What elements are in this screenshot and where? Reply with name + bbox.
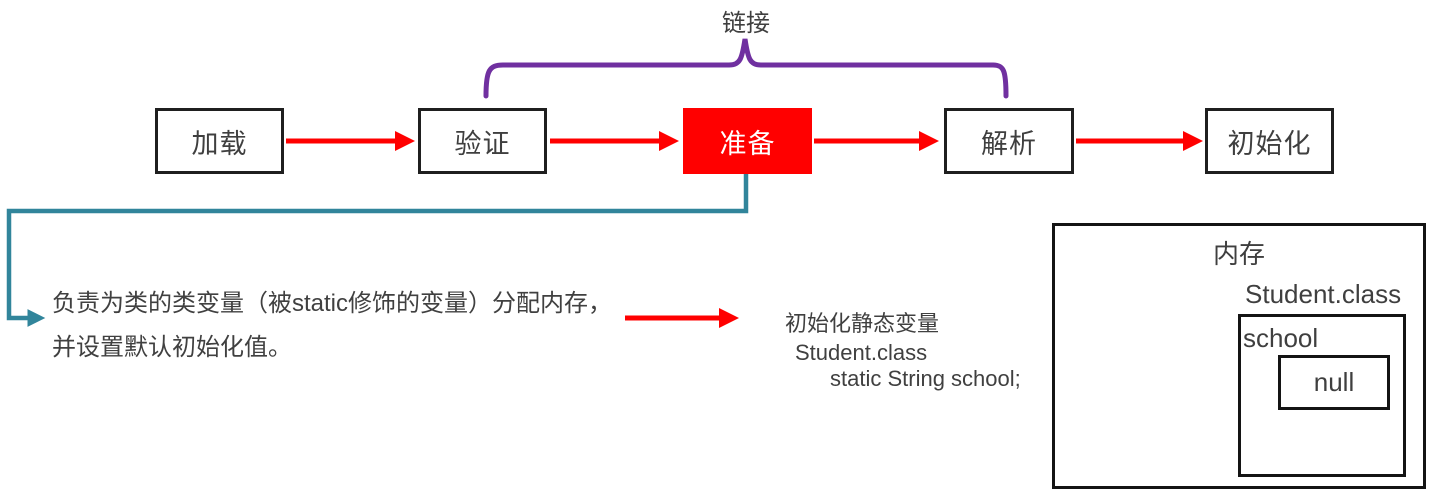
stage-label-initialize: 初始化	[1227, 128, 1312, 159]
stage-box-resolve: 解析	[944, 108, 1074, 174]
stage-box-prepare: 准备	[683, 108, 812, 174]
link-phase-label: 链接	[722, 10, 770, 37]
link-brace	[483, 38, 1009, 99]
stage-label-verify: 验证	[454, 128, 511, 159]
prepare-pointer-line	[6, 174, 749, 327]
prepare-note-line1: 负责为类的类变量（被static修饰的变量）分配内存，	[52, 290, 613, 317]
static-var-note-line1: 初始化静态变量	[785, 311, 940, 336]
stage-label-resolve: 解析	[981, 128, 1037, 159]
static-var-note-line3: static String school;	[830, 366, 1021, 391]
field-value-text: null	[1313, 367, 1355, 397]
class-inner-box: school null	[1238, 314, 1406, 477]
memory-class-label: Student.class	[1245, 279, 1402, 309]
memory-title: 内存	[1212, 239, 1265, 269]
field-value-box: null	[1278, 355, 1390, 410]
field-name-label: school	[1243, 323, 1319, 353]
stage-label-load: 加载	[191, 128, 248, 159]
static-var-note-line2: Student.class	[795, 340, 928, 365]
memory-box: 内存 Student.class school null	[1052, 223, 1426, 489]
stage-label-prepare: 准备	[719, 128, 776, 159]
stage-box-initialize: 初始化	[1205, 108, 1334, 174]
prepare-note: 负责为类的类变量（被static修饰的变量）分配内存， 并设置默认初始化值。	[52, 282, 612, 370]
stage-box-verify: 验证	[418, 108, 547, 174]
stage-box-load: 加载	[155, 108, 284, 174]
prepare-note-line2: 并设置默认初始化值。	[52, 334, 292, 361]
